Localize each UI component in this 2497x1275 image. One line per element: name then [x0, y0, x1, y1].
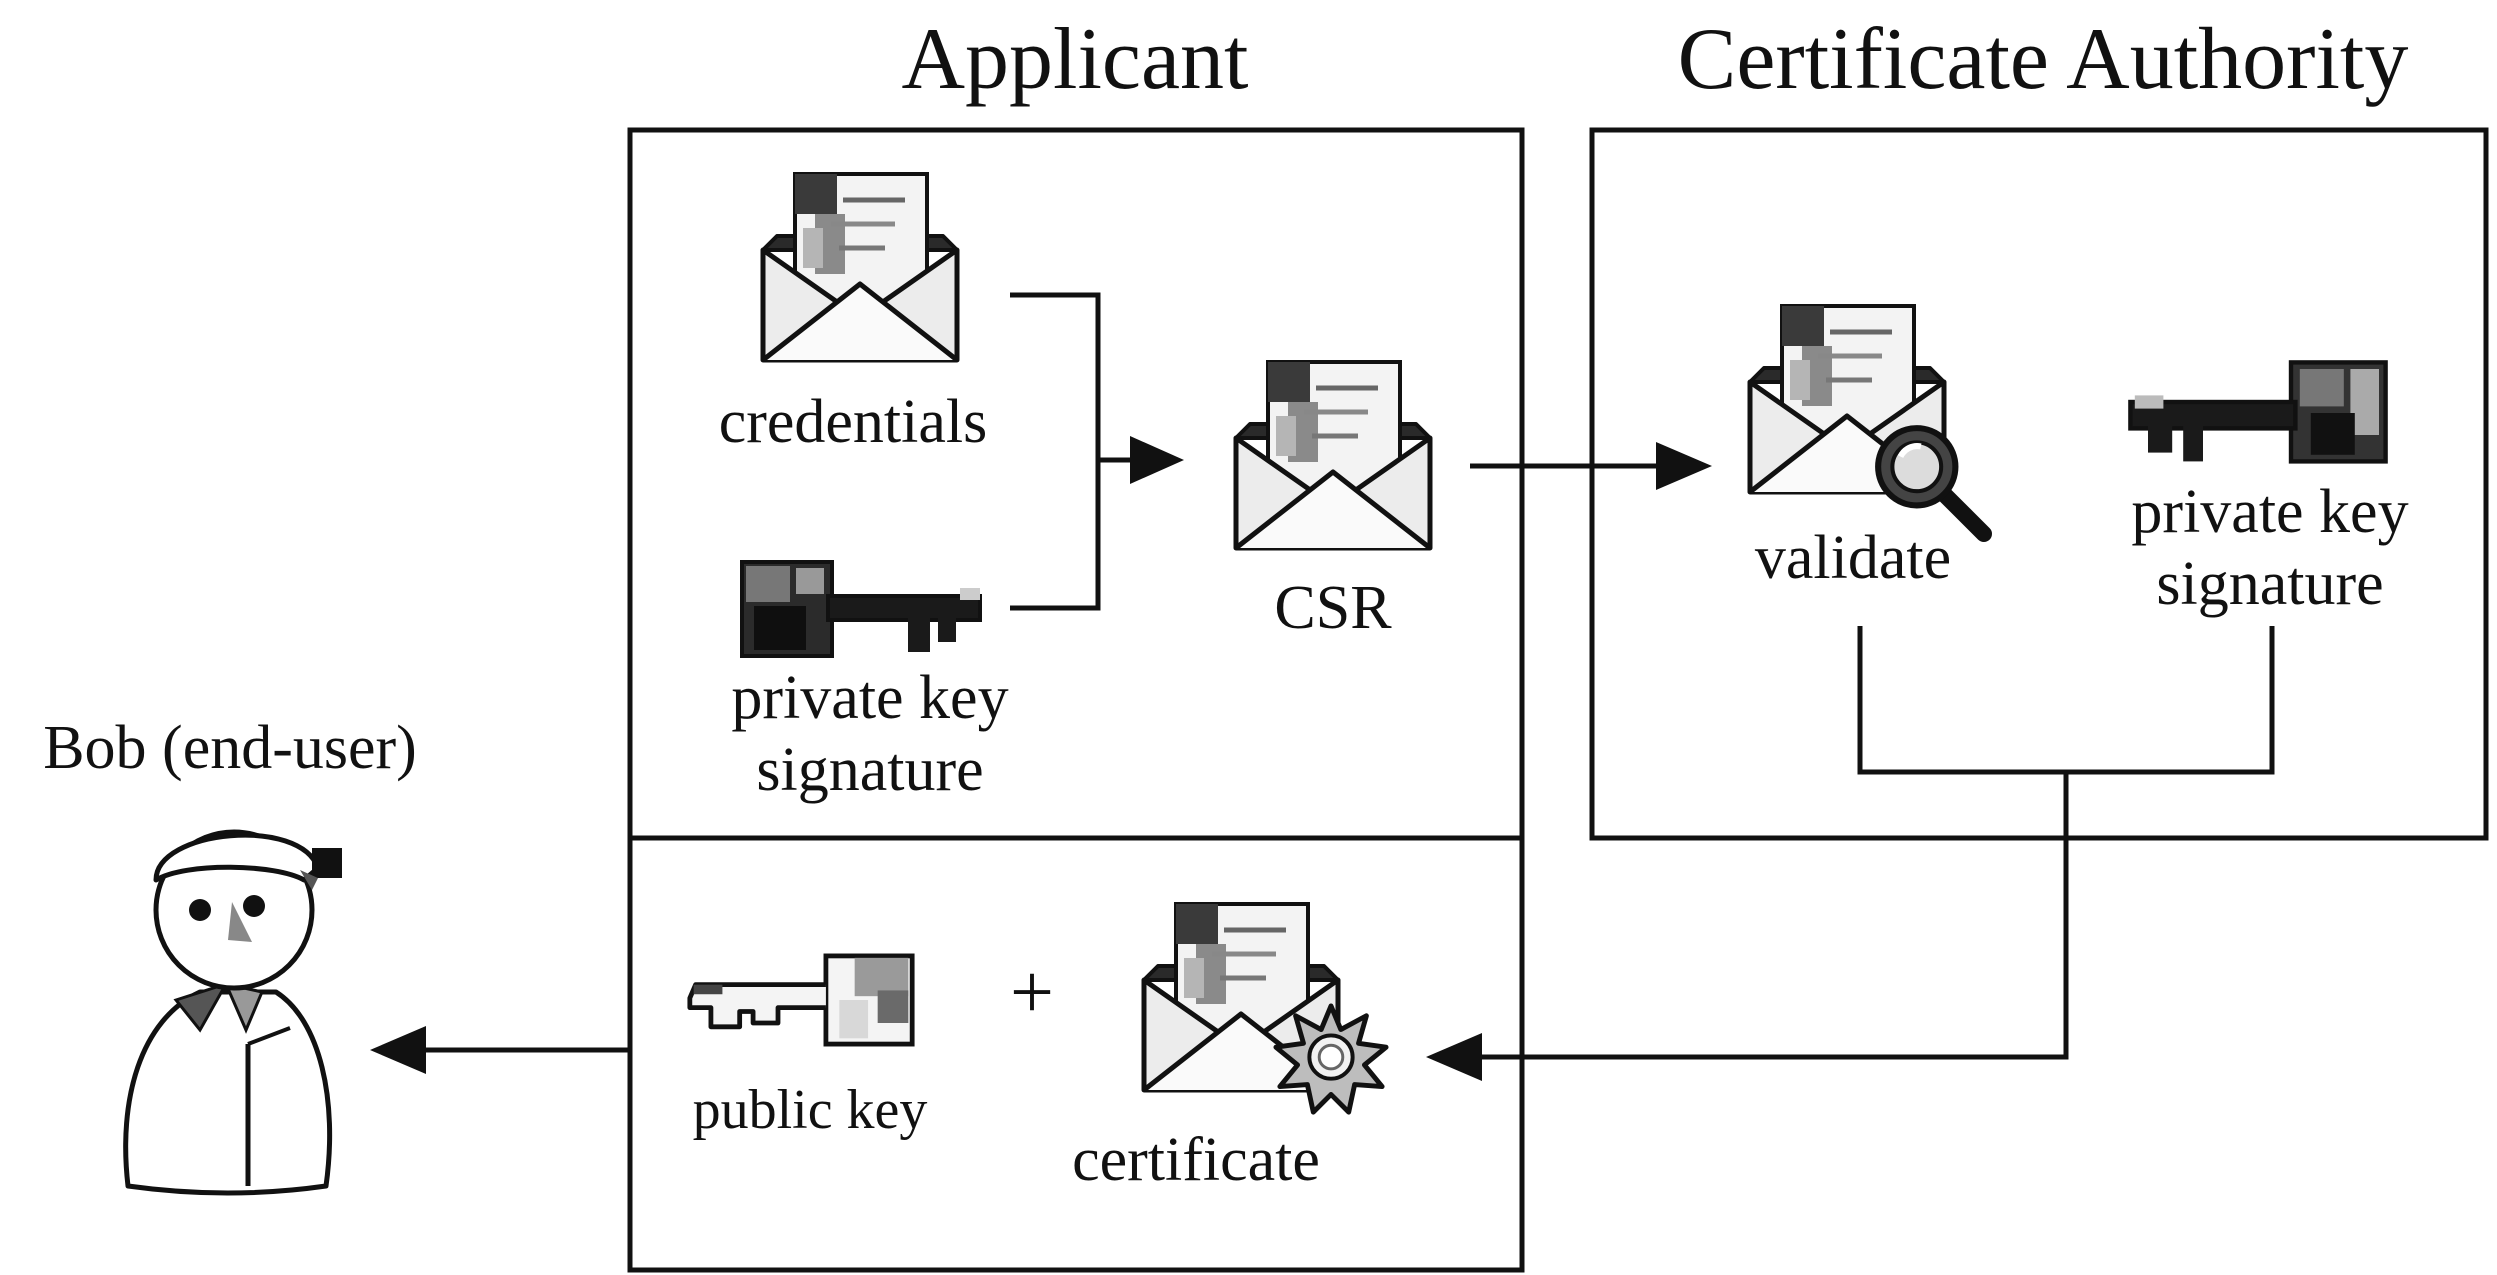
applicant-private-key-label-line2: signature — [756, 736, 983, 804]
validate-label: validate — [1755, 524, 1951, 592]
to-csr-arrowhead — [1130, 436, 1184, 484]
ca-merge-connector — [1857, 626, 2275, 775]
ca-private-key-label-line2: signature — [2156, 550, 2383, 618]
end-user-label: Bob (end-user) — [43, 714, 417, 782]
ca-private-key-icon — [2130, 362, 2385, 461]
applicant-heading: Applicant — [901, 11, 1248, 108]
magnifier-icon — [1878, 428, 1984, 534]
merge-connector — [1010, 292, 1101, 611]
ca-to-certificate-arrowhead — [1426, 1033, 1482, 1081]
csr-envelope-icon — [1236, 362, 1430, 548]
applicant-private-key-label-line1: private key — [731, 664, 1008, 732]
plus-sign: + — [1010, 948, 1054, 1035]
issued-box — [627, 835, 1525, 1273]
public-key-label: public key — [693, 1079, 928, 1141]
ca-private-key-label-line1: private key — [2131, 478, 2408, 546]
to-end-user-arrowhead — [370, 1026, 426, 1074]
certificate-authority-box — [1589, 127, 2489, 841]
certificate-authority-heading: Certificate Authority — [1678, 11, 2409, 108]
person-icon — [123, 829, 342, 1196]
ca-to-certificate-line — [1478, 772, 2069, 1060]
credentials-envelope-icon — [763, 174, 957, 360]
csr-to-ca-arrowhead — [1656, 442, 1712, 490]
credentials-label: credentials — [719, 388, 988, 456]
certificate-label: certificate — [1072, 1126, 1320, 1194]
csr-label: CSR — [1274, 574, 1392, 642]
public-key-icon — [690, 956, 912, 1044]
applicant-private-key-icon — [740, 560, 982, 658]
